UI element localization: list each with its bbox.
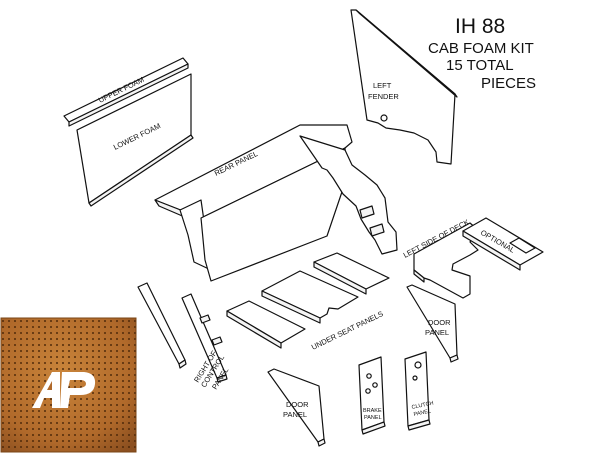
clutch-panel-label-2: PANEL	[413, 408, 432, 418]
clutch-panel-label-1: CLUTCH	[411, 400, 434, 411]
ap-logo-mark-icon	[32, 372, 96, 408]
rear-side-piece	[299, 135, 398, 255]
left-fender-piece: LEFT FENDER	[350, 9, 458, 165]
door-panel-right-piece: DOOR PANEL	[406, 284, 459, 363]
brake-panel-label-2: PANEL	[364, 415, 382, 421]
model-title: IH 88	[455, 15, 505, 38]
brake-panel-piece: BRAKE PANEL	[358, 356, 386, 435]
pieces-word: PIECES	[481, 75, 536, 92]
right-control-panel-pieces: RIGHT OF CONTROL PANEL	[137, 282, 230, 391]
under-seat-panel-bottom	[226, 300, 306, 349]
piece-count: 15 TOTAL	[446, 57, 514, 74]
brake-panel-label-1: BRAKE	[363, 408, 382, 414]
door-panel-right-label-1: DOOR	[428, 318, 451, 327]
optional-piece: OPTIONAL	[462, 217, 544, 271]
door-panel-left-label-2: PANEL	[283, 410, 307, 419]
under-seat-panel-middle	[261, 270, 359, 324]
door-panel-left-label-1: DOOR	[286, 400, 309, 409]
left-fender-label-1: LEFT	[373, 81, 392, 90]
left-fender-label-2: FENDER	[368, 92, 399, 101]
ap-logo-text: AP	[0, 0, 2, 1]
clutch-panel-piece: CLUTCH PANEL	[404, 351, 434, 431]
lower-foam-piece: LOWER FOAM	[76, 73, 194, 207]
door-panel-right-label-2: PANEL	[425, 328, 449, 337]
ap-logo-swatch: AP	[0, 0, 137, 453]
under-seat-panel-top	[313, 252, 390, 295]
under-seat-panels: UNDER SEAT PANELS	[226, 252, 390, 352]
kit-name: CAB FOAM KIT	[428, 40, 534, 57]
title-block: IH 88 CAB FOAM KIT 15 TOTAL PIECES	[428, 15, 536, 92]
door-panel-left-piece: DOOR PANEL	[267, 368, 326, 447]
